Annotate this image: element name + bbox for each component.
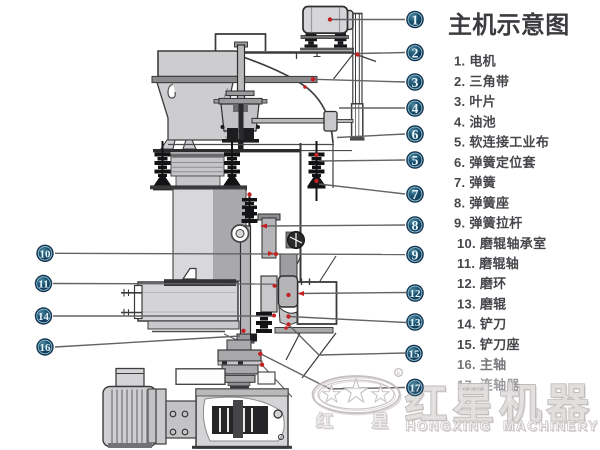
svg-text:7. 弹簧: 7. 弹簧: [454, 175, 496, 190]
svg-text:13: 13: [410, 317, 422, 329]
svg-text:HONGXING MACHINERY: HONGXING MACHINERY: [407, 420, 600, 435]
svg-text:12. 磨环: 12. 磨环: [457, 276, 506, 291]
svg-text:R: R: [397, 371, 401, 377]
svg-text:11: 11: [38, 279, 48, 291]
svg-text:7: 7: [412, 187, 419, 202]
svg-text:2. 三角带: 2. 三角带: [454, 74, 509, 89]
svg-text:1: 1: [412, 12, 419, 27]
svg-text:3: 3: [412, 75, 419, 90]
svg-text:红星机器: 红星机器: [407, 382, 596, 429]
svg-text:1. 电机: 1. 电机: [454, 54, 496, 69]
svg-text:6: 6: [412, 127, 419, 142]
svg-text:5: 5: [412, 153, 419, 168]
svg-text:2: 2: [412, 45, 419, 60]
svg-text:星: 星: [372, 412, 389, 431]
svg-text:主机示意图: 主机示意图: [448, 11, 570, 39]
svg-text:16: 16: [40, 342, 52, 354]
svg-text:16. 主轴: 16. 主轴: [457, 357, 506, 372]
svg-text:10: 10: [40, 249, 52, 261]
svg-text:17: 17: [410, 383, 422, 395]
svg-text:4: 4: [412, 101, 419, 116]
svg-text:17. 连轴器: 17. 连轴器: [457, 377, 520, 392]
svg-text:10. 磨辊轴承室: 10. 磨辊轴承室: [457, 236, 546, 251]
svg-text:11. 磨辊轴: 11. 磨辊轴: [457, 256, 519, 271]
svg-text:5. 软连接工业布: 5. 软连接工业布: [454, 135, 549, 150]
svg-text:3. 叶片: 3. 叶片: [454, 94, 496, 109]
svg-text:9. 弹簧拉杆: 9. 弹簧拉杆: [454, 216, 523, 231]
svg-text:15: 15: [409, 349, 421, 361]
svg-text:14. 铲刀: 14. 铲刀: [457, 317, 506, 332]
svg-text:9: 9: [412, 247, 419, 262]
svg-text:红: 红: [316, 411, 333, 431]
svg-text:HONGXING MACHINERY: HONGXING MACHINERY: [406, 419, 599, 434]
svg-text:8: 8: [412, 218, 419, 233]
svg-text:13. 磨辊: 13. 磨辊: [457, 297, 506, 312]
svg-text:12: 12: [410, 288, 422, 300]
svg-text:15. 铲刀座: 15. 铲刀座: [457, 337, 520, 352]
svg-text:红: 红: [318, 413, 335, 433]
svg-text:星: 星: [373, 414, 390, 433]
svg-text:8. 弹簧座: 8. 弹簧座: [454, 195, 509, 210]
svg-text:4. 油池: 4. 油池: [454, 114, 496, 129]
svg-text:14: 14: [38, 311, 50, 323]
svg-text:红星机器: 红星机器: [405, 381, 594, 428]
svg-text:6. 弹簧定位套: 6. 弹簧定位套: [454, 155, 537, 170]
